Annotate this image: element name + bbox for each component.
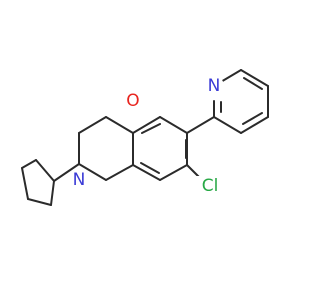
bond: [213, 116, 242, 134]
bond: [141, 123, 161, 134]
bond: [159, 116, 188, 134]
molecule-structure: N O N Cl: [21, 69, 269, 206]
bond: [240, 116, 269, 134]
bond: [105, 164, 134, 181]
label-background: [196, 176, 224, 196]
bond: [132, 116, 161, 134]
bond: [240, 69, 269, 87]
bond: [50, 180, 55, 206]
pyridine-ring: [213, 69, 269, 134]
bond: [35, 159, 55, 182]
bond: [21, 167, 29, 200]
bond: [78, 116, 107, 134]
cyclopentyl-ring: [21, 159, 80, 206]
atom-labels: N O N Cl: [69, 76, 224, 196]
bond: [105, 116, 134, 134]
bond: [27, 198, 52, 206]
bond: [132, 164, 161, 181]
bond: [242, 112, 263, 125]
label-background: [204, 76, 224, 96]
amine-nitrogen-label: N: [73, 170, 86, 190]
label-background: [69, 170, 89, 190]
label-background: [123, 91, 143, 111]
bond: [140, 162, 160, 174]
oxygen-label: O: [126, 91, 139, 111]
bond: [159, 164, 188, 181]
pyridine-nitrogen-label: N: [208, 76, 221, 96]
bond: [243, 77, 263, 90]
oxazine-ring: [78, 116, 134, 181]
bond: [21, 159, 37, 169]
chlorine-label: Cl: [202, 176, 219, 196]
bond: [186, 116, 215, 134]
bond: [78, 163, 107, 181]
bond: [53, 163, 80, 182]
benzene-ring: [132, 116, 215, 181]
